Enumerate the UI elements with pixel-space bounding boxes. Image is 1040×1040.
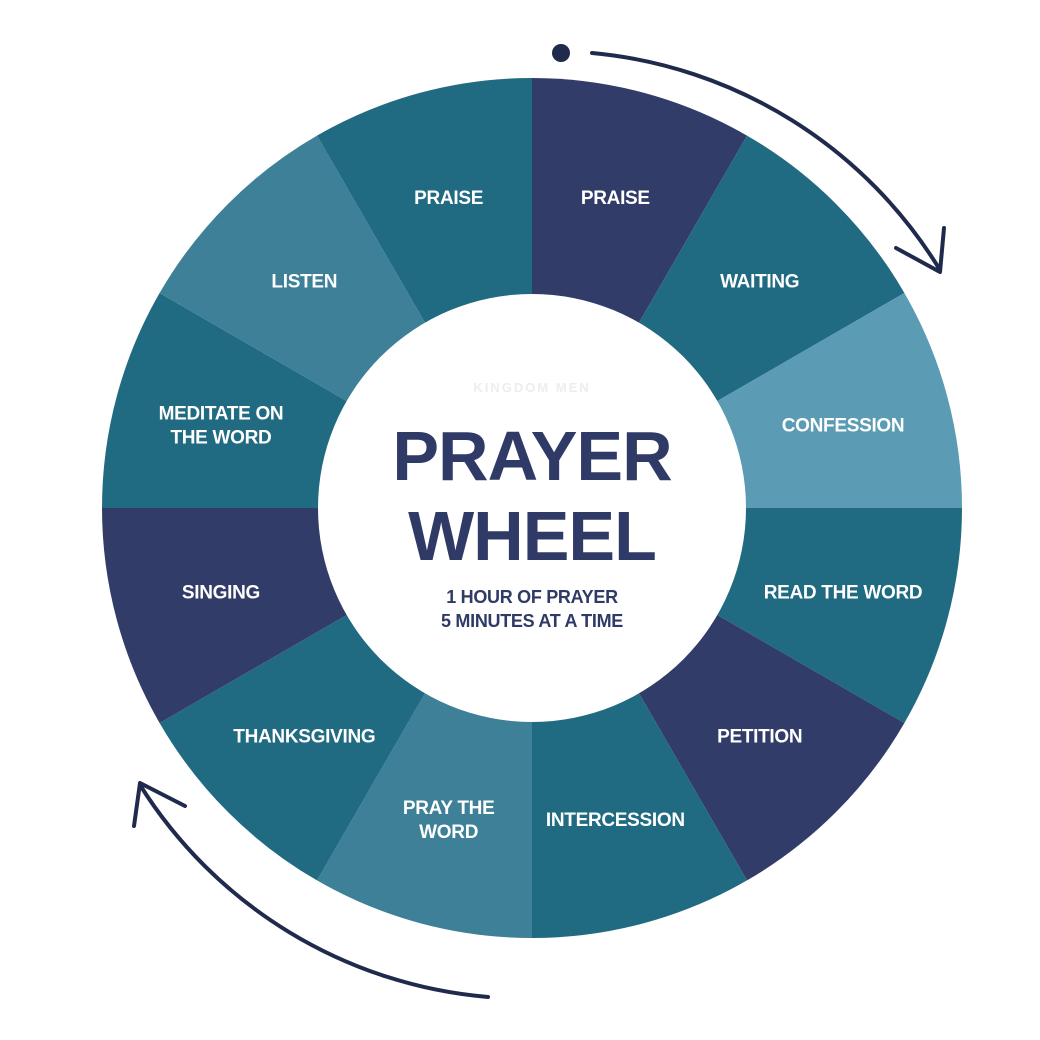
segment-label: WAITING — [720, 271, 799, 292]
clockwise-arrow-bottom-head — [132, 781, 187, 828]
center-circle — [318, 294, 746, 722]
title-line-2: WHEEL — [408, 497, 656, 575]
segment-label: PRAISE — [581, 188, 650, 209]
segment-label: THANKSGIVING — [233, 727, 375, 748]
title-line-1: PRAYER — [392, 417, 672, 495]
subtitle-line-2: 5 MINUTES AT A TIME — [441, 611, 623, 631]
clockwise-arrow-bottom — [138, 783, 490, 999]
segment-label: PETITION — [717, 727, 802, 748]
clockwise-arrow-top-head — [894, 226, 946, 274]
segment-label: READ THE WORD — [764, 582, 923, 603]
subtitle-line-1: 1 HOUR OF PRAYER — [446, 587, 618, 607]
segment-label: INTERCESSION — [546, 810, 685, 831]
arrow-start-dot — [552, 44, 570, 62]
segment-label: SINGING — [182, 582, 260, 603]
watermark-text: KINGDOM MEN — [473, 380, 590, 395]
segment-label: CONFESSION — [782, 416, 905, 437]
segment-label: LISTEN — [271, 271, 337, 292]
segment-label: PRAISE — [414, 188, 483, 209]
clockwise-arrow-top — [590, 51, 942, 272]
